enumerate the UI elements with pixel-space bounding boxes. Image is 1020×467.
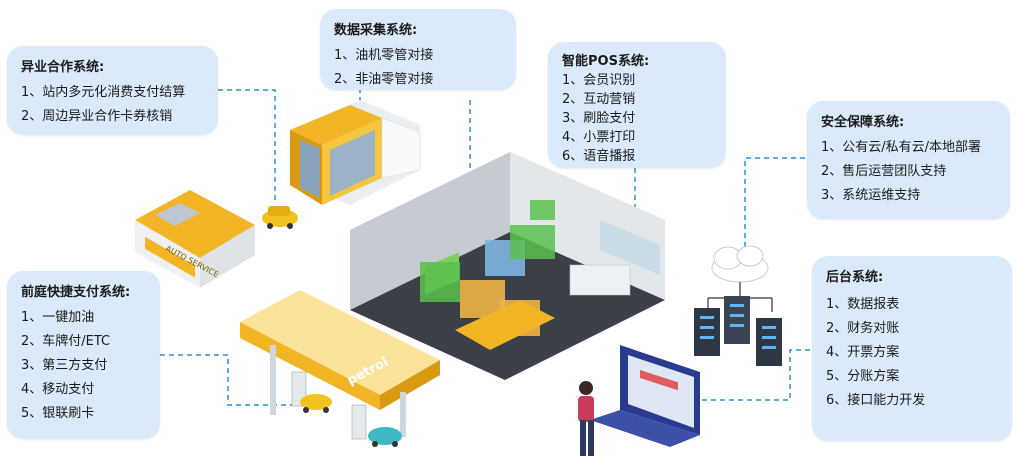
forecourt-title: 前庭快捷支付系统: [21, 285, 131, 300]
backend-box: 后台系统: 1、数据报表 2、财务对账 4、开票方案 5、分账方案 6、接口能力… [812, 256, 1012, 441]
list-item: 1、公有云/私有云/本地部署 [821, 140, 982, 155]
cross-industry-title: 异业合作系统: [21, 60, 105, 75]
data-collection-box: 数据采集系统: 1、油机零管对接 2、非油零管对接 [320, 9, 516, 90]
forecourt-box: 前庭快捷支付系统: 1、一键加油 2、车牌付/ETC 3、第三方支付 4、移动支… [7, 271, 160, 439]
list-item: 2、周边异业合作卡券核销 [21, 109, 173, 124]
yellow-car-station-icon [300, 394, 332, 413]
list-item: 1、会员识别 [562, 73, 636, 88]
list-item: 2、非油零管对接 [334, 72, 434, 87]
list-item: 5、银联刷卡 [21, 406, 95, 421]
server-rack-icon [694, 296, 782, 366]
list-item: 6、语音播报 [562, 149, 636, 164]
list-item: 2、财务对账 [826, 321, 900, 336]
laptop-icon [590, 345, 700, 447]
list-item: 6、接口能力开发 [826, 393, 926, 408]
list-item: 1、数据报表 [826, 297, 900, 312]
list-item: 3、第三方支付 [21, 358, 108, 373]
list-item: 1、油机零管对接 [334, 48, 434, 63]
yellow-car-icon [262, 206, 298, 229]
security-box: 安全保障系统: 1、公有云/私有云/本地部署 2、售后运营团队支持 3、系统运维… [807, 101, 1010, 219]
gas-station-icon: petrol [240, 290, 440, 440]
list-item: 4、移动支付 [21, 382, 95, 397]
backend-title: 后台系统: [826, 270, 884, 285]
list-item: 4、开票方案 [826, 345, 900, 360]
teal-car-icon [368, 427, 402, 447]
list-item: 2、互动营销 [562, 92, 636, 107]
security-title: 安全保障系统: [821, 115, 905, 130]
list-item: 1、站内多元化消费支付结算 [21, 85, 186, 100]
cross-industry-box: 异业合作系统: 1、站内多元化消费支付结算 2、周边异业合作卡券核销 [7, 46, 218, 135]
data-collection-building-icon [290, 100, 421, 205]
list-item: 2、车牌付/ETC [21, 334, 111, 349]
list-item: 4、小票打印 [562, 130, 636, 145]
data-collection-title: 数据采集系统: [334, 23, 418, 38]
list-item: 5、分账方案 [826, 369, 900, 384]
person-icon [578, 381, 594, 456]
pos-title: 智能POS系统: [562, 54, 650, 69]
list-item: 3、系统运维支持 [821, 188, 921, 203]
cloud-icon [711, 245, 769, 283]
list-item: 3、刷脸支付 [562, 111, 636, 126]
list-item: 1、一键加油 [21, 310, 95, 325]
pos-box: 智能POS系统: 1、会员识别 2、互动营销 3、刷脸支付 4、小票打印 6、语… [548, 42, 726, 168]
list-item: 2、售后运营团队支持 [821, 164, 947, 179]
convenience-store-icon [350, 152, 665, 380]
